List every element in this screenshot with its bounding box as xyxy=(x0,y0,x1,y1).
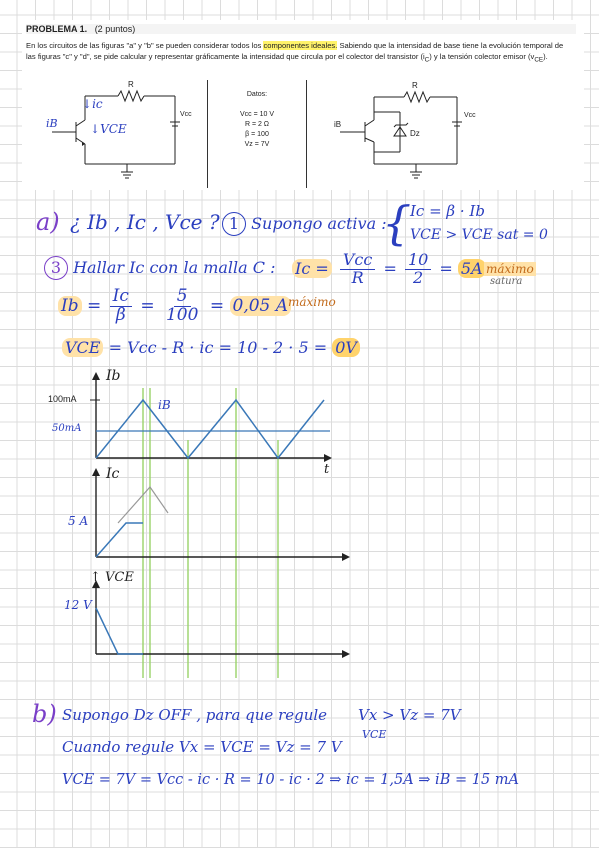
problem-title: PROBLEMA 1. xyxy=(26,24,88,34)
header-divider-right xyxy=(306,80,307,188)
step1-number: 1 xyxy=(222,212,246,236)
step1-text: Supongo activa : xyxy=(251,214,387,233)
circuit-a-r-label: R xyxy=(128,80,134,89)
vce-tick-12v: 12 V xyxy=(64,598,92,612)
t-axis-label: t xyxy=(324,462,330,477)
datos-vz: Vz = 7V xyxy=(244,141,270,148)
problem-statement: En los circuitos de las figuras "a" y "b… xyxy=(26,41,564,64)
ic-tick-5a: 5 A xyxy=(68,514,89,528)
datos-vcc: Vcc = 10 V xyxy=(239,111,275,118)
ib-curve-label: iB xyxy=(158,398,171,412)
part-b-label: b) xyxy=(32,700,57,728)
datos-block: Datos: Vcc = 10 V R = 2 Ω β = 100 Vz = 7… xyxy=(212,90,302,150)
circuit-b-r-label: R xyxy=(412,81,418,90)
circuit-a-vce-label: ↓VCE xyxy=(90,122,127,136)
part-b-line1-sub: VCE xyxy=(362,728,387,741)
ib-result: 0,05 A xyxy=(229,295,292,316)
vce-axis-label: ↑ VCE xyxy=(90,570,134,585)
circuit-a-ib-label: iB xyxy=(46,117,58,130)
ib-axis-label: Ib xyxy=(106,368,121,384)
problem-title-row: PROBLEMA 1. (2 puntos) xyxy=(26,24,576,34)
curly-brace: { xyxy=(382,196,412,250)
green-markers xyxy=(142,388,279,678)
datos-beta: β = 100 xyxy=(245,131,269,138)
waveform-graphs xyxy=(90,372,350,678)
header-divider-left xyxy=(207,80,208,188)
ic-waveform xyxy=(95,522,143,558)
part-b-line1: Supongo Dz OFF , para que regule xyxy=(62,706,328,724)
part-a-question: ¿ Ib , Ic , Vce ? xyxy=(70,210,220,234)
part-b-line3: VCE = 7V = Vcc - ic · R = 10 - ic · 2 ⇒ … xyxy=(62,772,519,788)
eq-ic-beta-ib: Ic = β · Ib xyxy=(410,202,485,220)
ib-graph-axes xyxy=(95,374,330,459)
ic-note-satura: satura xyxy=(490,276,523,287)
step3: 3 Hallar Ic con la malla C : xyxy=(44,256,275,280)
problem-points: (2 puntos) xyxy=(94,24,136,34)
ic-result: 5A xyxy=(457,258,486,278)
ib-note-maximo: máximo xyxy=(288,295,336,309)
ib-tick-100ma: 100mA xyxy=(48,394,77,404)
ib-triangle-wave xyxy=(95,398,325,460)
part-b-line2: Cuando regule Vx = VCE = Vz = 7 V xyxy=(62,738,342,756)
circuit-a-vcc-label: Vcc xyxy=(180,111,192,118)
circuit-b-dz-label: Dz xyxy=(410,129,420,138)
ic-axis-label: Ic xyxy=(106,466,120,482)
part-b-line1-cond: Vx > Vz = 7V xyxy=(358,706,461,724)
ic-note-maximo: máximo xyxy=(484,262,536,276)
datos-r: R = 2 Ω xyxy=(244,121,270,128)
ic-lhs: Ic = xyxy=(292,258,332,278)
circuit-b-diagram xyxy=(340,90,462,179)
datos-title: Datos: xyxy=(246,91,268,98)
part-a-label: a) xyxy=(36,208,60,236)
eq-vce-sat: VCE > VCE sat = 0 xyxy=(410,227,548,243)
ib-tick-50ma: 50mA xyxy=(52,423,82,434)
statement-highlight: componentes ideales. xyxy=(263,41,338,50)
step3-text: Hallar Ic con la malla C : xyxy=(73,258,276,277)
vce-waveform xyxy=(95,607,143,655)
vce-graph-axes xyxy=(95,582,348,655)
vce-equation: VCE = Vcc - R · ic = 10 - 2 · 5 = 0V xyxy=(62,338,360,357)
circuit-a-diagram xyxy=(52,89,180,179)
circuit-a-ic-label: ↓ic xyxy=(82,97,103,111)
vce-lhs: VCE xyxy=(62,338,104,357)
circuit-b-ib-label: iB xyxy=(334,120,342,129)
ic-graph-axes xyxy=(95,470,348,558)
circuit-b-vcc-label: Vcc xyxy=(464,112,476,119)
ic-unsaturated-peak xyxy=(117,486,169,524)
step1: 1 Supongo activa : xyxy=(222,212,387,236)
step3-number: 3 xyxy=(44,256,68,280)
vce-result: 0V xyxy=(332,338,360,357)
ib-lhs: Ib xyxy=(58,295,82,316)
